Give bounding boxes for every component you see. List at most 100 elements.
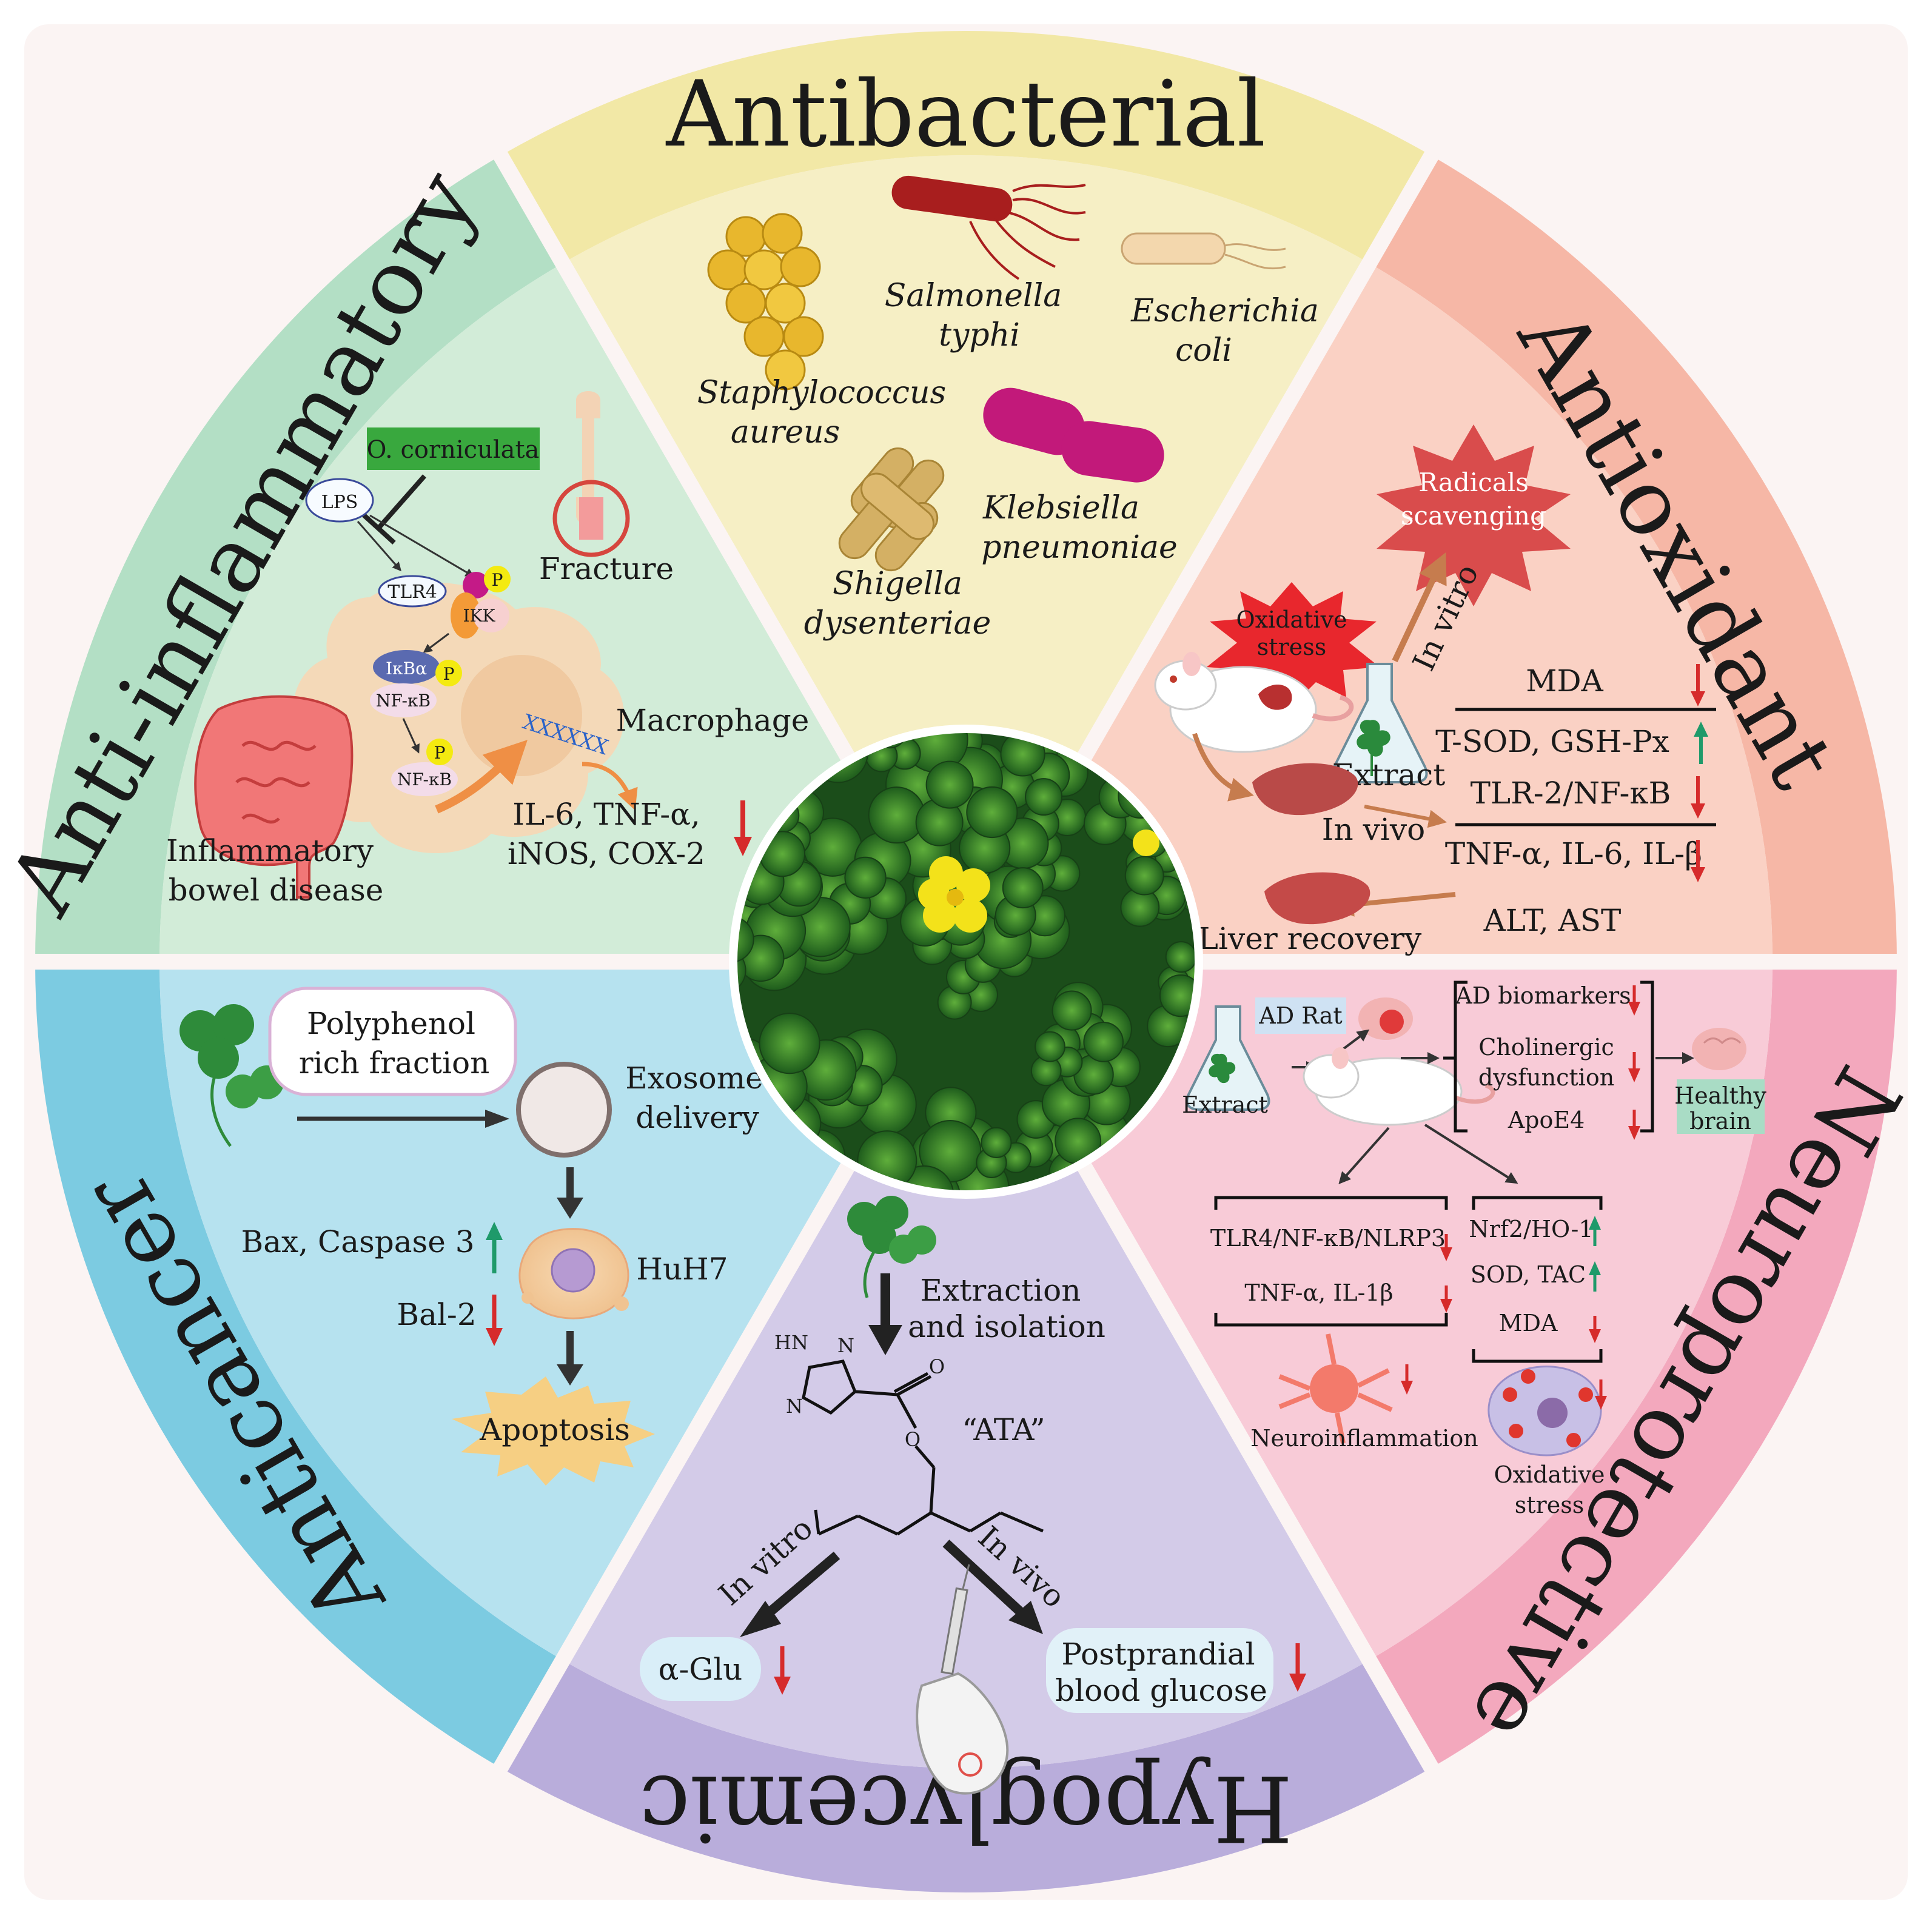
up-arrow-icon: [1589, 1216, 1601, 1246]
apoptosis-burst: [452, 1376, 655, 1486]
intestine-icon: [194, 695, 354, 899]
neuroinflammation-label: Neuroinflammation: [1250, 1425, 1478, 1452]
flow-arrow: [357, 521, 401, 572]
p-label: P: [443, 664, 455, 684]
clover-leaf-icon: [959, 786, 1049, 874]
liver-icon: [1264, 872, 1370, 925]
syringe-hand-icon: [916, 1564, 1009, 1795]
down-arrow-icon: [774, 1646, 791, 1695]
marker-sod-tac: SOD, TAC: [1471, 1261, 1586, 1288]
neuroprotective-inner-panel: [1084, 962, 1773, 1660]
down-arrow-icon: [868, 1273, 902, 1355]
down-arrow-icon: [734, 800, 752, 856]
exosome-label-2: delivery: [636, 1100, 759, 1135]
antioxidant-outer-band: [1369, 155, 1897, 962]
apoptosis-label: Apoptosis: [479, 1412, 630, 1447]
clover-leaf-icon: [1073, 1022, 1141, 1095]
nucleus: [461, 655, 582, 776]
ikba-ellipse: [373, 650, 440, 684]
anticancer-content: Polyphenol rich fraction Exosome deliver…: [179, 987, 763, 1486]
down-arrow-icon: [1401, 1364, 1413, 1395]
neuroprotective-content: Extract AD Rat AD biomarkers Cholinergic…: [1182, 980, 1766, 1518]
oxidative-cell-icon: [1488, 1366, 1602, 1456]
right-arrow-icon: [297, 1110, 509, 1128]
bracket-top-left: [1214, 1196, 1448, 1210]
extract-label: Extract: [1182, 1091, 1268, 1118]
down-arrow-icon: [557, 1167, 583, 1219]
hn-label: HN: [774, 1331, 808, 1354]
rat-icon: [1154, 652, 1354, 753]
oxidative-label-1: Oxidative: [1494, 1461, 1605, 1488]
rat-icon: [1303, 1047, 1495, 1126]
marker-mda: MDA: [1499, 1310, 1558, 1336]
down-arrow-icon: [1628, 985, 1640, 1016]
shigella-icon: [838, 447, 945, 572]
up-arrow-icon: [1589, 1261, 1601, 1292]
ata-structure: [802, 1359, 1044, 1536]
ibd-label-2: bowel disease: [169, 873, 384, 908]
flow-arrow: [402, 718, 420, 754]
escherichia-label-1: Escherichia: [1130, 293, 1319, 329]
cytokines-label-2: iNOS, COX-2: [508, 836, 705, 871]
down-arrow-icon: [1595, 1379, 1607, 1410]
escherichia-icon: [1121, 232, 1286, 270]
radicals-label-1: Radicals: [1418, 468, 1529, 497]
yellow-flower-icon: [918, 856, 990, 933]
translocation-arrow: [435, 740, 528, 814]
staphylococcus-label-2: aureus: [731, 414, 840, 451]
klebsiella-label-1: Klebsiella: [982, 490, 1139, 526]
ikk-label: IKK: [463, 606, 496, 626]
bal-label: Bal-2: [397, 1297, 476, 1332]
n-label: N: [837, 1334, 854, 1357]
ad-rat-box: [1255, 997, 1346, 1034]
sector-divider: [492, 149, 855, 761]
down-arrow-icon: [1589, 1316, 1601, 1343]
nfkb-ellipse: [370, 683, 437, 717]
marker-tsod: T-SOD, GSH-Px: [1435, 724, 1669, 759]
shigella-label-2: dysenteriae: [804, 605, 991, 642]
huh7-cell-icon: [518, 1228, 629, 1319]
marker-tnf: TNF-α, IL-6, IL-β: [1445, 836, 1702, 871]
antibacterial-outer-band: [500, 30, 1432, 264]
rat-to-liver-arrow: [1192, 732, 1254, 802]
arrow-in-vitro: [740, 1551, 840, 1637]
ikk-subunit: [451, 592, 481, 639]
radicals-label-2: scavenging: [1401, 501, 1546, 531]
expression-arrow: [582, 762, 638, 811]
down-arrow-icon: [1691, 840, 1705, 882]
down-arrow-icon: [1440, 1285, 1452, 1313]
nfkb-label: NF-κB: [376, 691, 431, 711]
shigella-label-1: Shigella: [833, 566, 962, 602]
salmonella-icon: [891, 175, 1086, 280]
clover-leaf-icon: [736, 916, 785, 994]
salmonella-label-2: typhi: [939, 317, 1020, 354]
oxidative-label-1: Oxidative: [1236, 606, 1347, 633]
lps-label: LPS: [321, 492, 358, 513]
fracture-label: Fracture: [539, 551, 674, 586]
o-corniculata-label: O. corniculata: [367, 436, 540, 464]
tlr4-label: TLR4: [387, 582, 437, 603]
bax-label: Bax, Caspase 3: [241, 1224, 474, 1259]
marker-alt-ast: ALT, AST: [1483, 903, 1622, 938]
liver-to-markers-arrow: [1364, 805, 1447, 828]
n-label: N: [786, 1395, 803, 1418]
bracket-right: [1640, 980, 1654, 1133]
cytokines-label-1: IL-6, TNF-α,: [512, 797, 700, 832]
marker-tnf-il1b: TNF-α, IL-1β: [1244, 1279, 1393, 1306]
marker-tlr2: TLR-2/NF-κB: [1471, 776, 1671, 811]
flask-icon: [1331, 663, 1428, 783]
klebsiella-label-2: pneumoniae: [981, 529, 1178, 566]
polyphenol-label-2: rich fraction: [299, 1045, 490, 1081]
anticancer-inner-panel: [159, 962, 848, 1660]
sector-dividers: [32, 149, 1900, 1775]
healthy-label-2: brain: [1689, 1108, 1751, 1135]
clover-icon: [179, 1004, 284, 1147]
sector-divider: [1077, 149, 1440, 761]
flow-arrow: [1338, 1127, 1390, 1184]
p-label: P: [434, 743, 446, 763]
clover-leaf-icon: [1120, 856, 1186, 927]
flow-arrow: [1424, 1124, 1518, 1184]
ikba-label: IκBα: [386, 659, 427, 679]
antioxidant-content: Radicals scavenging Oxidative stress Ext…: [1154, 424, 1716, 956]
